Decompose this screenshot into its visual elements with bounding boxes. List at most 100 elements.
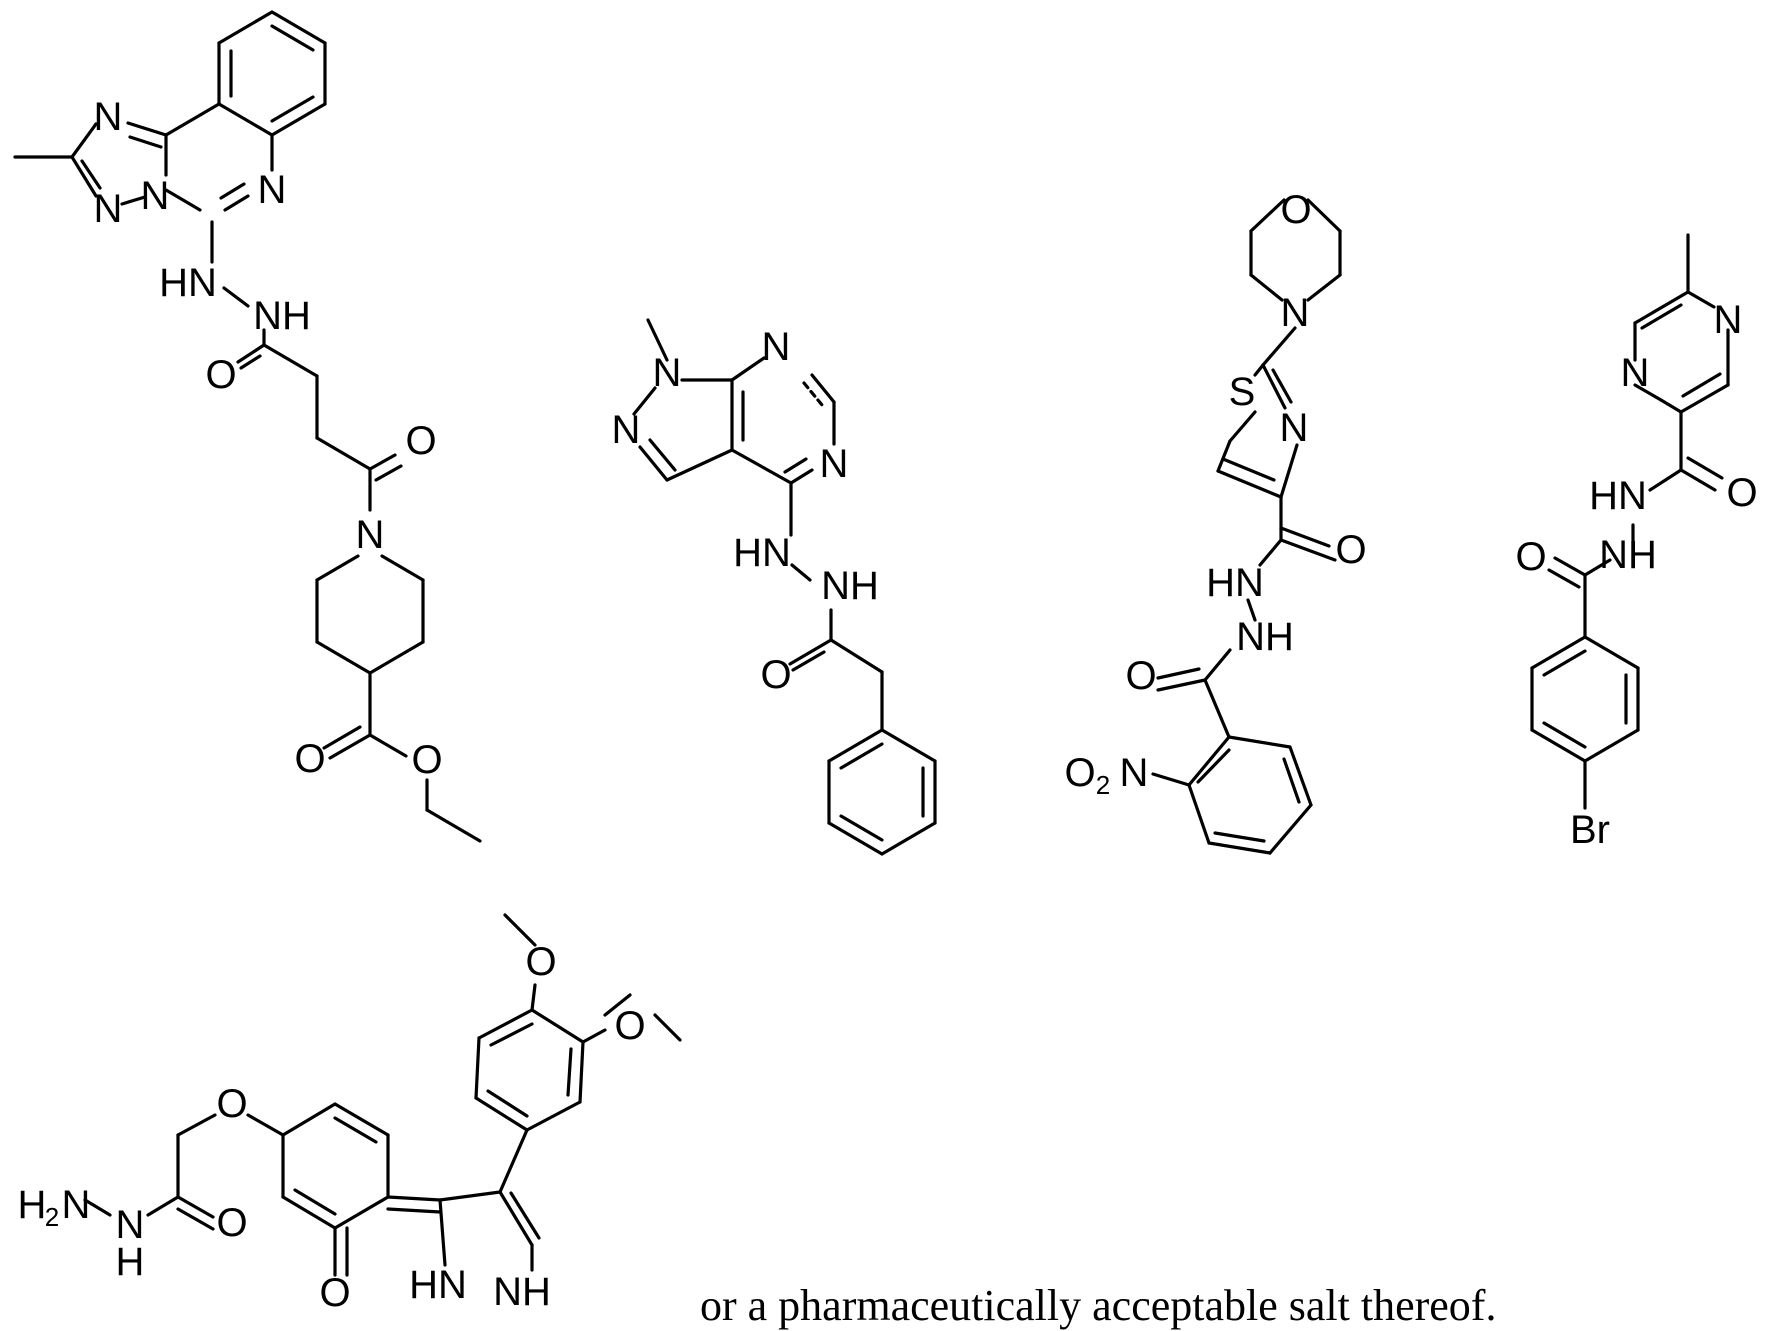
- atom-label-subscript: 2: [45, 1202, 59, 1232]
- bond-line: [1205, 680, 1229, 737]
- atom-label: O: [525, 940, 556, 984]
- bond-line: [792, 565, 810, 580]
- structure-4: N N O HN NH O Br: [1515, 235, 1757, 852]
- atom-label: O: [1280, 188, 1311, 232]
- bond-line: [812, 375, 834, 402]
- bond-line: [580, 1042, 583, 1102]
- atom-label: H: [116, 1240, 145, 1284]
- bond-line: [1158, 669, 1199, 678]
- bond-line: [221, 184, 244, 198]
- atom-label: O: [405, 419, 436, 463]
- atom-label: O: [1125, 654, 1156, 698]
- atom-label: N: [62, 1183, 91, 1227]
- bond-line: [1308, 275, 1340, 300]
- atom-label: HN: [1206, 561, 1264, 605]
- bond-line: [791, 470, 812, 483]
- bond-line: [476, 1038, 479, 1098]
- bond-line: [732, 358, 764, 380]
- bond-line: [1255, 365, 1263, 375]
- bond-line: [238, 345, 264, 362]
- bond-line: [130, 137, 161, 147]
- bond-line: [178, 1197, 213, 1217]
- bond-line: [640, 447, 667, 480]
- bond-line: [82, 161, 100, 188]
- atom-label: N: [94, 95, 123, 139]
- bond-line: [1555, 558, 1585, 575]
- atom-label: HN: [409, 1263, 467, 1307]
- atom-label: NH: [1236, 615, 1294, 659]
- atom-label: NH: [493, 1270, 551, 1314]
- atom-label: NH: [821, 564, 879, 608]
- structure-2: N N N N HN NH O: [612, 320, 935, 854]
- bond-line: [1688, 458, 1722, 478]
- atom-label: O: [614, 1004, 645, 1048]
- bond-line: [667, 450, 732, 480]
- bond-line: [128, 123, 166, 135]
- atom-label: Br: [1570, 808, 1610, 852]
- bond-line: [1661, 400, 1681, 412]
- atom-label: O: [411, 738, 442, 782]
- bond-line: [1229, 737, 1290, 747]
- bond-line: [317, 556, 358, 580]
- atom-label: O: [760, 653, 791, 697]
- atom-label: N: [141, 174, 170, 218]
- bond-line: [317, 438, 370, 469]
- bond-line: [841, 816, 882, 840]
- bond-line: [1218, 471, 1281, 497]
- bond-line: [1189, 785, 1209, 843]
- bond-line: [1215, 833, 1264, 841]
- bond-line: [1230, 412, 1255, 441]
- bond-line: [1681, 470, 1715, 490]
- atom-label: N: [1281, 291, 1310, 335]
- bond-line: [272, 97, 313, 121]
- bond-line: [829, 823, 882, 854]
- bond-line: [248, 1115, 283, 1135]
- bond-line: [568, 1049, 571, 1095]
- atom-label: O: [294, 737, 325, 781]
- bond-line: [476, 1098, 527, 1130]
- atom-label: O: [1064, 751, 1095, 795]
- atom-label: H: [18, 1183, 47, 1227]
- bond-line: [1281, 445, 1297, 497]
- bond-line: [1251, 275, 1282, 300]
- bond-line: [831, 640, 882, 672]
- bond-line: [370, 455, 395, 469]
- bond-line: [527, 1102, 580, 1130]
- bond-line: [1290, 747, 1311, 805]
- bond-line: [283, 1197, 335, 1228]
- atom-label: S: [1229, 370, 1256, 414]
- bond-line: [224, 288, 248, 306]
- bond-line: [148, 1197, 178, 1215]
- bond-line: [219, 104, 272, 135]
- bond-line: [1209, 843, 1270, 853]
- bond-line: [655, 1015, 680, 1040]
- bond-line: [488, 1091, 527, 1116]
- bond-line: [532, 985, 535, 1010]
- bond-line: [1273, 370, 1291, 402]
- bond-line: [335, 1118, 376, 1142]
- bond-line: [225, 196, 248, 210]
- atom-label: HN: [159, 261, 217, 305]
- bond-line: [440, 1200, 445, 1265]
- bond-line: [1270, 805, 1311, 853]
- bond-line: [1585, 637, 1638, 668]
- bond-line: [785, 459, 806, 472]
- atom-label: O: [1726, 471, 1757, 515]
- bond-line: [272, 12, 325, 43]
- bond-line: [330, 735, 370, 758]
- bond-line: [1585, 730, 1638, 761]
- bond-line: [500, 1130, 527, 1192]
- atom-label: N: [653, 351, 682, 395]
- bond-line: [388, 1197, 440, 1200]
- atom-label: HN: [733, 531, 791, 575]
- caption-text: or a pharmaceutically acceptable salt th…: [700, 1280, 1496, 1331]
- atom-label: O: [319, 1271, 350, 1315]
- atom-label: N: [356, 513, 385, 557]
- bond-line: [1218, 441, 1230, 471]
- atom-label: N: [820, 442, 849, 486]
- bond-line: [829, 730, 882, 761]
- bond-line: [1205, 650, 1230, 680]
- atom-label: N: [612, 408, 641, 452]
- structure-5: O O O O O H 2 N N H HN NH: [18, 915, 680, 1315]
